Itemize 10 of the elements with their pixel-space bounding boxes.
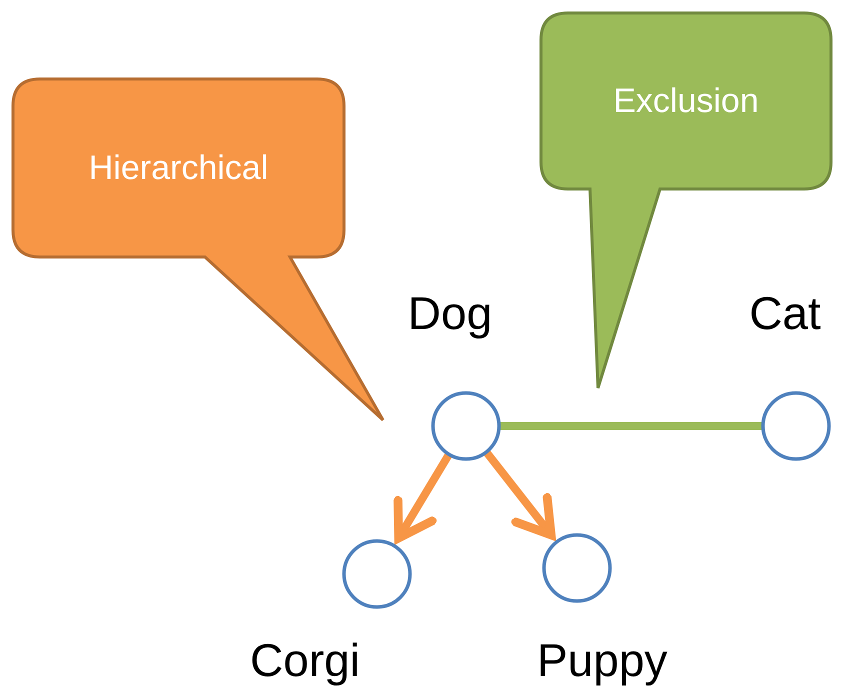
speech-callout (12, 78, 387, 424)
node-label: Corgi (249, 633, 361, 688)
node-label: Cat (748, 286, 822, 341)
node-label: Dog (406, 286, 494, 341)
arrow (484, 450, 556, 540)
node-label: Puppy (537, 633, 667, 688)
connector-line (500, 422, 762, 430)
callout-text: Exclusion (612, 81, 760, 121)
callout-text: Hierarchical (88, 148, 270, 188)
arrow (394, 453, 452, 542)
